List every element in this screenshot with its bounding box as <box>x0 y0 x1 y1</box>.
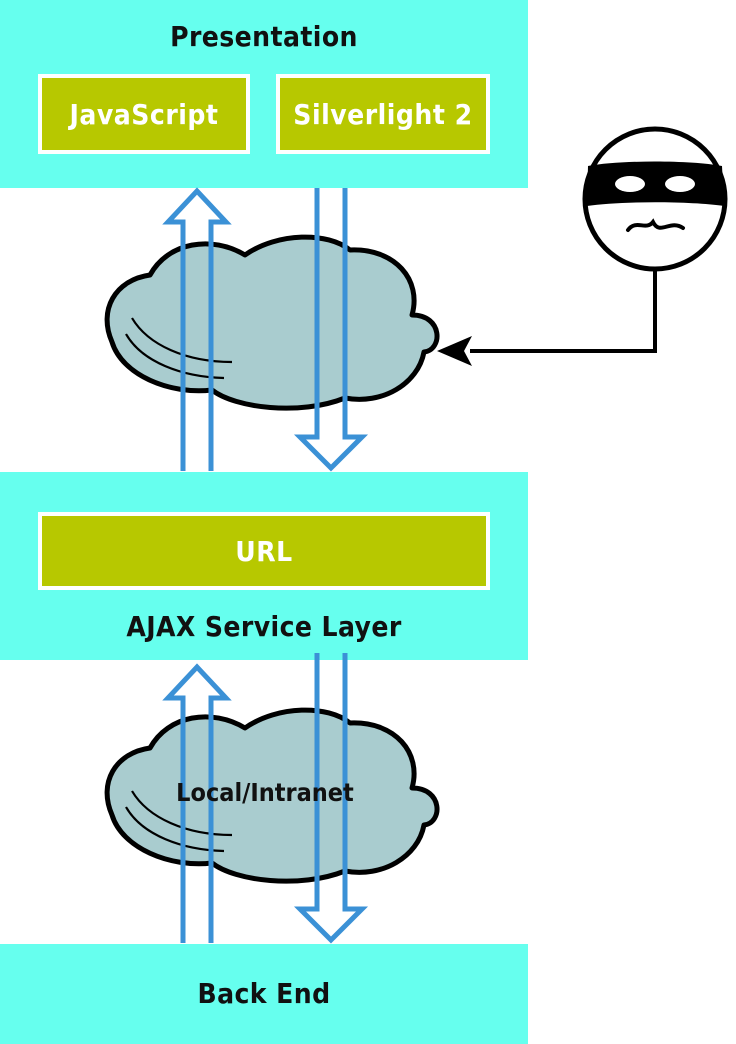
url-box: URL <box>38 512 490 590</box>
attacker-right-eye <box>665 176 695 192</box>
upper-cloud-wind-line-1 <box>131 317 233 364</box>
upper-cloud-shape <box>104 234 440 411</box>
back-end-title: Back End <box>197 977 331 1010</box>
upper-cloud-wind-line-2 <box>125 333 225 380</box>
attacker-left-eye <box>615 176 645 192</box>
lower-cloud-wind-line-2 <box>125 806 225 853</box>
javascript-label: JavaScript <box>69 97 219 131</box>
javascript-box: JavaScript <box>38 74 250 154</box>
silverlight-label: Silverlight 2 <box>293 97 473 131</box>
lower-cloud-label: Local/Intranet <box>176 778 354 807</box>
attacker-neck-line <box>470 269 657 353</box>
silverlight-box: Silverlight 2 <box>276 74 490 154</box>
upper-cloud <box>104 234 440 411</box>
upper-response-arrow <box>293 188 369 472</box>
url-label: URL <box>235 534 293 568</box>
ajax-service-layer: URL AJAX Service Layer <box>0 472 528 660</box>
presentation-layer: Presentation JavaScript Silverlight 2 <box>0 0 528 188</box>
upper-request-arrow <box>162 187 232 471</box>
presentation-title: Presentation <box>170 20 358 53</box>
attacker-mouth <box>626 218 685 232</box>
back-end-layer: Back End <box>0 944 528 1044</box>
attack-arrowhead <box>437 336 472 366</box>
attacker-mask <box>587 161 724 206</box>
ajax-service-layer-title: AJAX Service Layer <box>126 610 402 643</box>
